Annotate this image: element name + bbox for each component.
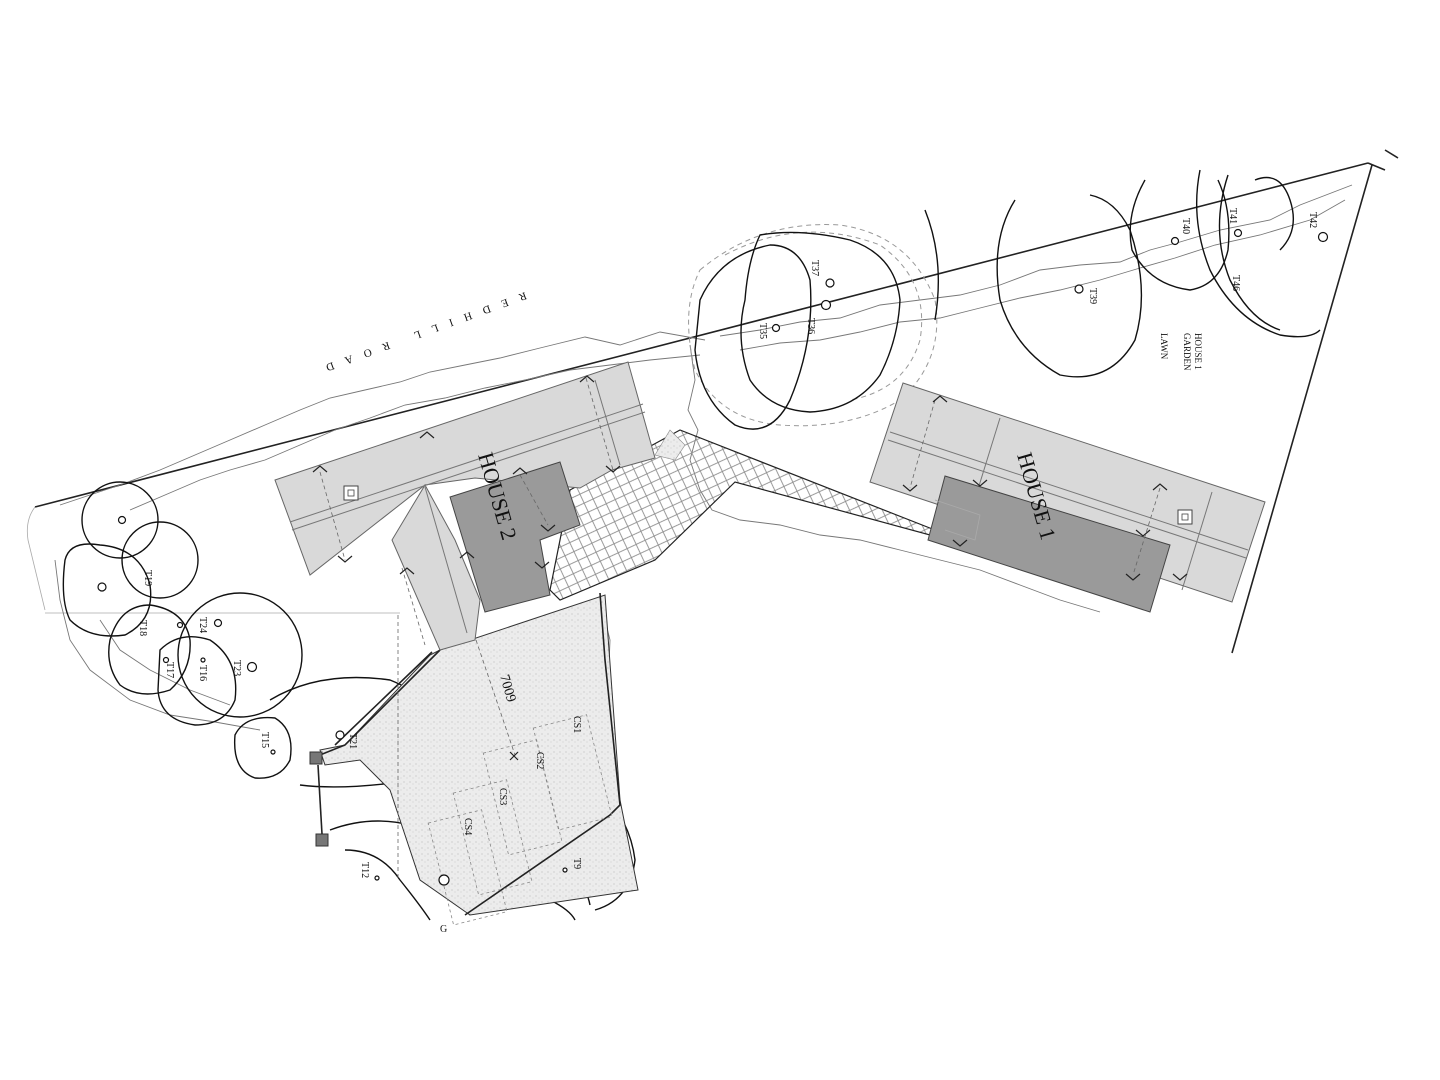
house-2: HOUSE 2 [274, 361, 656, 651]
garden-label-line-1: HOUSE 1 [1193, 333, 1203, 370]
parking-label-cs1: CS1 [571, 716, 582, 733]
tree-label-t9: T9 [571, 858, 582, 869]
tree-canopies [62, 169, 1321, 921]
tree-label-t18: T18 [137, 620, 148, 636]
tree-label-t21: T21 [347, 733, 358, 749]
house-1: HOUSE 1 [869, 382, 1266, 613]
site-boundary [26, 149, 1399, 654]
parking-label-cs4: CS4 [462, 818, 473, 835]
tree-label-t37: T37 [809, 260, 820, 276]
edge-label: G [440, 924, 447, 935]
tree-label-t39: T39 [1087, 288, 1098, 304]
tree-label-t41: T41 [1227, 208, 1238, 224]
parking-label-cs2: CS2 [534, 752, 545, 769]
parking-label-cs3: CS3 [497, 788, 508, 805]
tree-label-t35: T35 [757, 323, 768, 339]
tree-label-t24: T24 [197, 617, 208, 633]
driveway [309, 592, 639, 926]
tree-label-t46: T46 [1230, 275, 1241, 291]
garden-label: HOUSE 1 GARDEN LAWN [1159, 333, 1203, 371]
dimension-label: 7009 [496, 673, 518, 704]
tree-label-t42: T42 [1307, 212, 1318, 228]
road-label: REDHILL ROAD [313, 289, 528, 377]
garden-label-line-3: LAWN [1159, 333, 1169, 360]
tree-markers [97, 228, 1329, 886]
tree-label-t17: T17 [164, 662, 175, 678]
tree-label-t19: T19 [142, 570, 153, 586]
tree-labels: T37 T36 T35 T39 T40 T41 T42 T46 T19 T18 … [137, 208, 1318, 878]
tree-label-t40: T40 [1180, 218, 1191, 234]
garden-label-line-2: GARDEN [1182, 333, 1192, 371]
tree-label-t15: T15 [259, 732, 270, 748]
parking-labels: CS1 CS2 CS3 CS4 [462, 716, 582, 835]
paved-link [549, 429, 942, 601]
tree-label-t12: T12 [359, 862, 370, 878]
tree-label-t23: T23 [231, 660, 242, 676]
tree-label-t36: T36 [805, 318, 816, 334]
tree-label-t16: T16 [197, 665, 208, 681]
